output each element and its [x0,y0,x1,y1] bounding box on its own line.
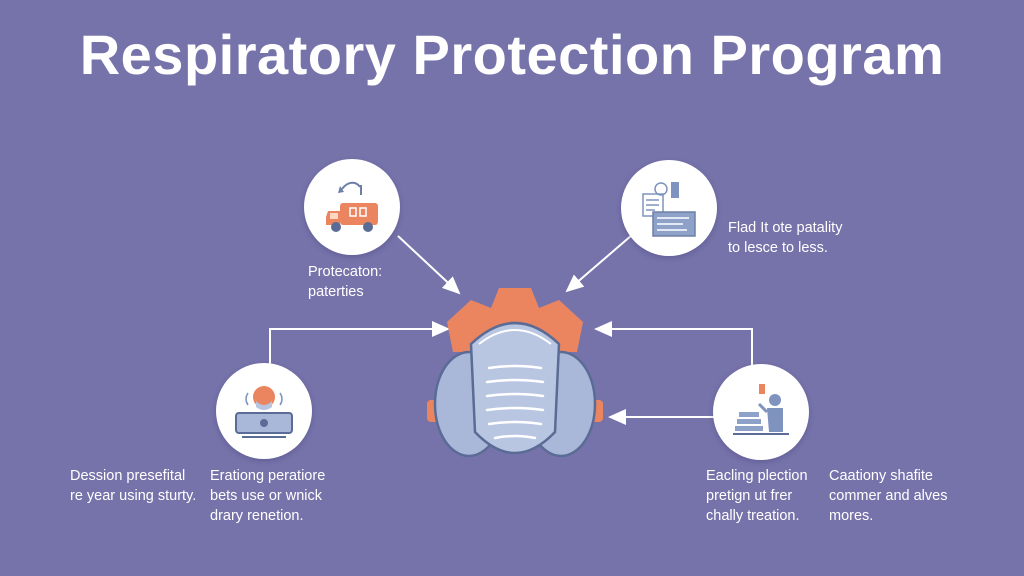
node-mid-left [216,363,312,459]
arrow-mid-right [594,321,753,366]
label-top-left: Protecaton: paterties [308,264,383,300]
truck-icon [326,181,378,232]
node-top-left [304,159,400,255]
node-top-right [621,160,717,256]
arrow-top-right [565,234,633,293]
arrow-top-left [397,235,461,295]
page-title: Respiratory Protection Program [79,23,945,86]
arrow-mid-left [269,321,450,366]
document-icon [642,182,696,237]
label-mid-right-a: Eacling plection pretign ut frer chally … [706,468,808,524]
person-at-desk-icon [235,386,293,438]
label-mid-left-a: Dession presefital re year using sturty. [70,468,197,504]
node-mid-right [713,364,809,460]
label-mid-right-b: Caationy shafite commer and alves mores. [829,468,948,524]
label-mid-left-b: Erationg peratiore bets use or wnick dra… [210,468,326,524]
label-top-right: Flad It ote patality to lesce to less. [728,220,843,256]
worker-stack-icon [733,384,789,435]
respirator-mask-icon [427,288,603,458]
